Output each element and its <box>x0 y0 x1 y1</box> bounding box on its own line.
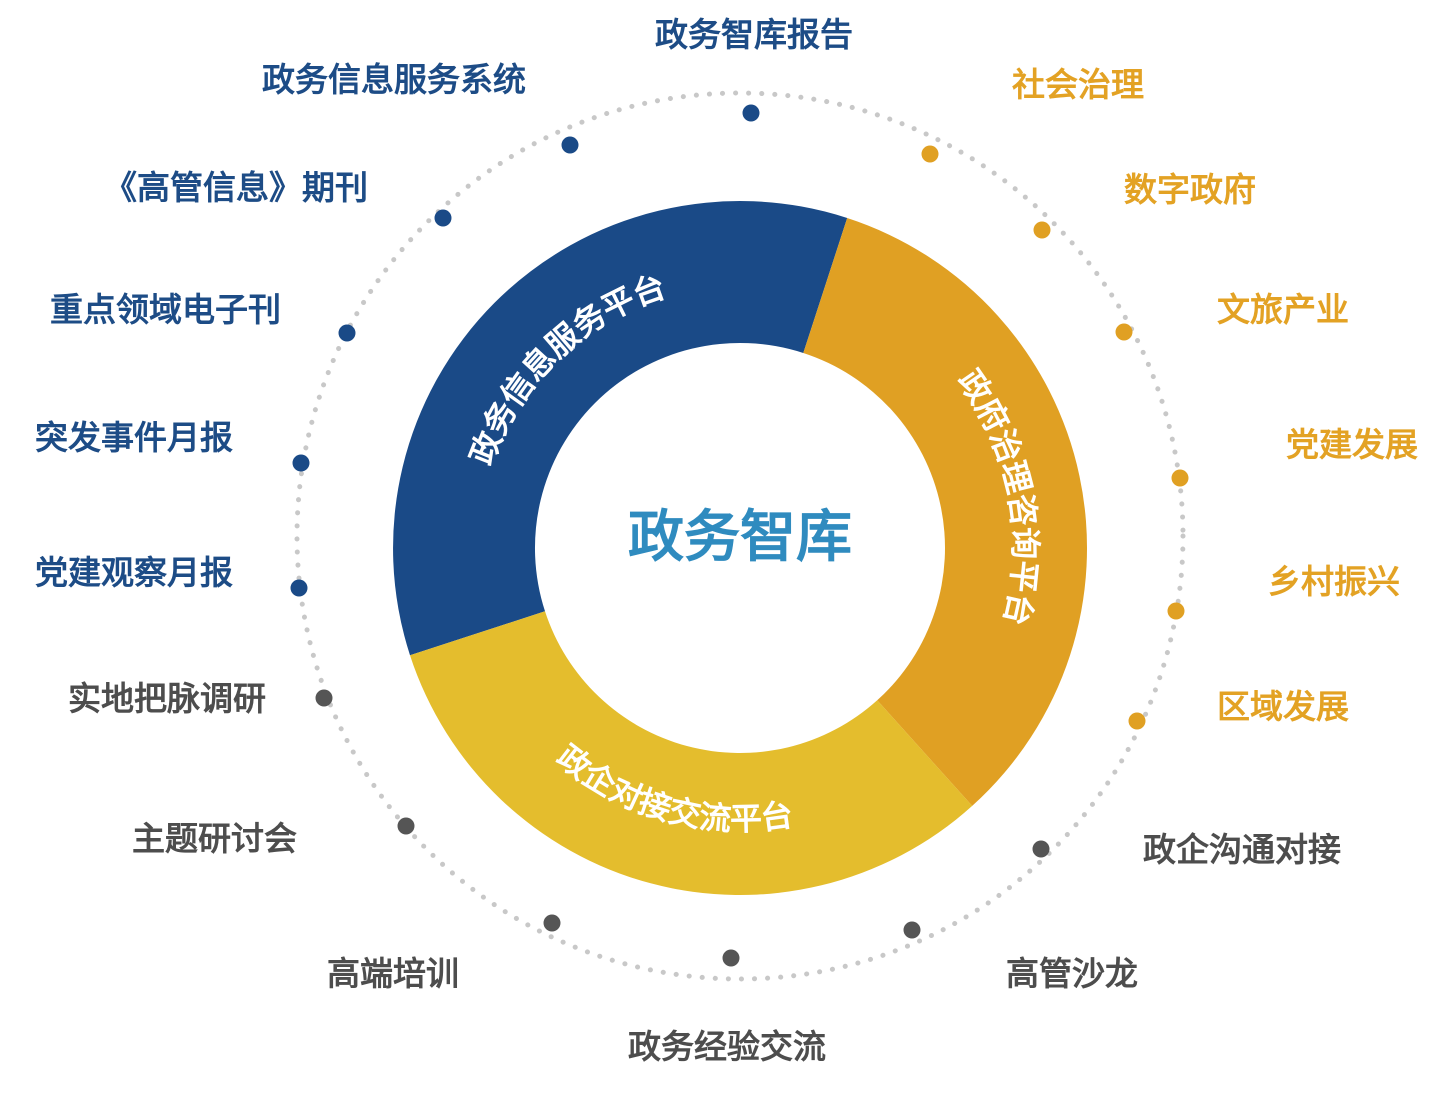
label-emergency-monthly: 突发事件月报 <box>35 418 233 457</box>
marker-blue <box>292 454 310 472</box>
label-exec-info-journal: 《高管信息》期刊 <box>104 168 368 207</box>
label-think-tank-report: 政务智库报告 <box>655 15 853 54</box>
label-social-governance: 社会治理 <box>1012 65 1144 104</box>
label-e-journal: 重点领域电子刊 <box>50 290 281 329</box>
label-culture-tourism: 文旅产业 <box>1217 290 1349 329</box>
label-info-service-system: 政务信息服务系统 <box>262 60 526 99</box>
marker-gold <box>1115 323 1133 341</box>
marker-gold <box>921 145 939 163</box>
marker-gray <box>722 949 740 967</box>
segment-gov-platform <box>803 218 1088 806</box>
label-seminar: 主题研讨会 <box>132 819 297 858</box>
marker-gray <box>543 914 561 932</box>
label-rural-revitalization: 乡村振兴 <box>1268 562 1400 601</box>
segment-info-platform <box>393 201 848 656</box>
marker-gold <box>1033 221 1051 239</box>
label-regional-development: 区域发展 <box>1217 687 1349 726</box>
marker-blue <box>434 209 452 227</box>
label-digital-gov: 数字政府 <box>1124 170 1256 209</box>
marker-gray <box>1032 840 1050 858</box>
segment-biz-platform <box>410 611 973 896</box>
marker-gray <box>397 817 415 835</box>
label-party-development: 党建发展 <box>1286 425 1418 464</box>
label-training: 高端培训 <box>327 954 459 993</box>
label-gov-biz-liaison: 政企沟通对接 <box>1143 830 1341 869</box>
label-experience-exchange: 政务经验交流 <box>628 1027 826 1066</box>
marker-gold <box>1171 469 1189 487</box>
marker-gray <box>315 689 333 707</box>
marker-gold <box>1128 712 1146 730</box>
label-party-monthly: 党建观察月报 <box>35 553 233 592</box>
marker-blue <box>561 136 579 154</box>
marker-blue <box>338 324 356 342</box>
marker-gray <box>903 921 921 939</box>
marker-blue <box>290 579 308 597</box>
outer-dotted-ring <box>294 90 1186 982</box>
center-title: 政务智库 <box>628 505 852 570</box>
label-field-research: 实地把脉调研 <box>68 679 266 718</box>
marker-gold <box>1167 602 1185 620</box>
marker-top <box>742 104 760 122</box>
label-exec-salon: 高管沙龙 <box>1006 954 1138 993</box>
